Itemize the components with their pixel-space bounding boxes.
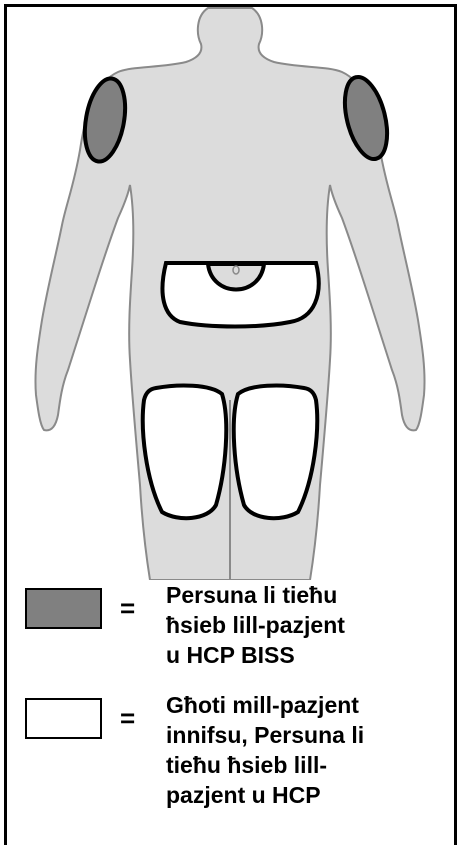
body-figure: [0, 0, 461, 580]
legend-item-caregiver: = Persuna li tieħu ħsieb lill-pazjent u …: [0, 580, 461, 680]
legend-text-self: Għoti mill-pazjent innifsu, Persuna li t…: [166, 690, 446, 810]
legend-swatch-white: [25, 698, 102, 739]
legend-equals: =: [120, 593, 135, 624]
legend-text-caregiver: Persuna li tieħu ħsieb lill-pazjent u HC…: [166, 580, 446, 670]
right-thigh-zone: [234, 386, 317, 519]
left-thigh-zone: [143, 386, 226, 519]
legend-equals: =: [120, 703, 135, 734]
legend-swatch-grey: [25, 588, 102, 629]
legend-item-self: = Għoti mill-pazjent innifsu, Persuna li…: [0, 690, 461, 830]
